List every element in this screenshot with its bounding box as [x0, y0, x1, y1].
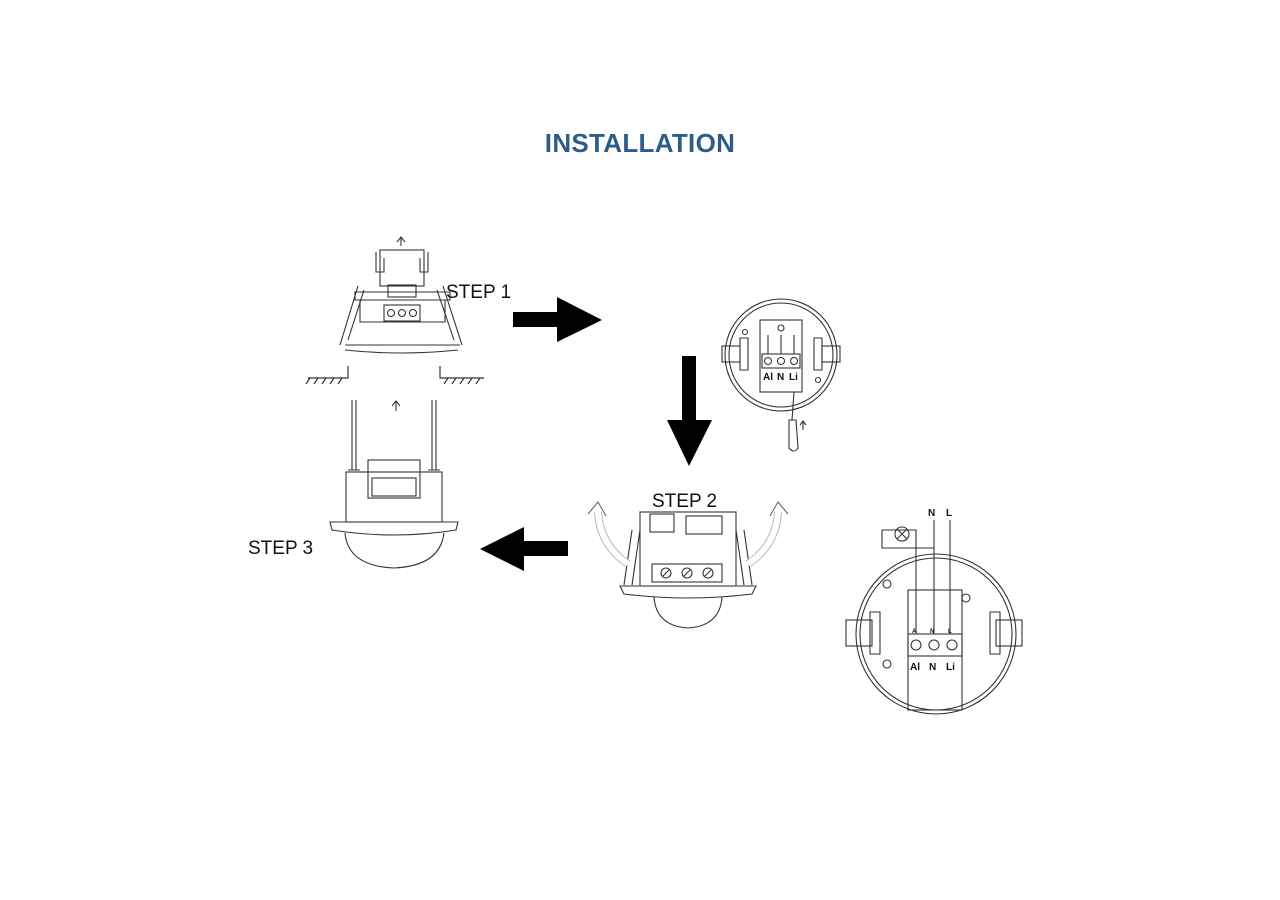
wire-label-n: N [928, 508, 935, 519]
wiring-diagram-drawing [845, 520, 1023, 715]
up-arrow-icon [391, 400, 401, 411]
ceiling-section [305, 366, 484, 385]
step1-label: STEP 1 [446, 282, 511, 303]
step3-label: STEP 3 [248, 538, 313, 559]
terminal-label-l-small: L [948, 629, 952, 635]
terminal-label-n: N [777, 372, 784, 383]
terminal-label-l: Li [789, 372, 798, 383]
arrow-right-icon [513, 297, 602, 342]
step2-label: STEP 2 [652, 491, 717, 512]
top-view-terminal-drawing [721, 298, 841, 452]
up-arrow-icon [396, 236, 406, 246]
page-title: INSTALLATION [544, 128, 736, 158]
arrow-down-icon [667, 356, 712, 466]
terminal-label-a-main: Al [910, 662, 920, 673]
terminal-label-l-main: Li [946, 662, 955, 673]
curved-arrow-icon [587, 501, 631, 568]
terminal-label-a: Al [763, 372, 773, 383]
lamp-icon [894, 526, 910, 542]
step2-sensor-drawing [587, 501, 789, 629]
step3-sensor-drawing [329, 400, 459, 569]
wire-label-l: L [946, 508, 952, 519]
terminal-label-a-small: A [912, 629, 917, 635]
step1-sensor-drawing [339, 236, 463, 354]
terminal-label-n-small: N [930, 629, 934, 635]
screwdriver-icon [788, 391, 807, 452]
curved-arrow-icon [745, 501, 789, 568]
arrow-left-icon [480, 527, 568, 571]
terminal-label-n-main: N [929, 662, 936, 673]
